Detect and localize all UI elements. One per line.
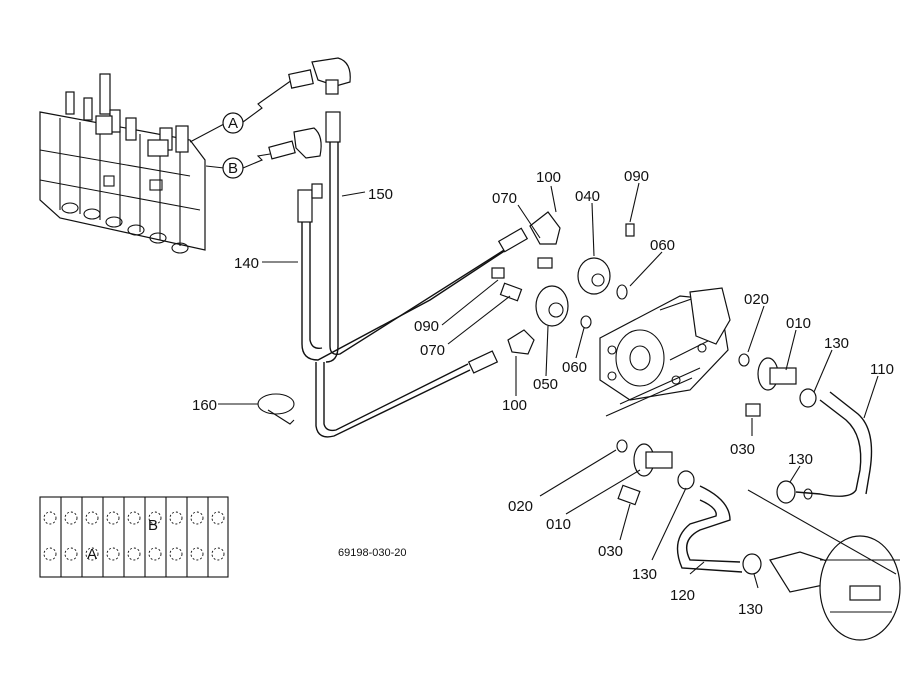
oring-060-top xyxy=(616,284,628,300)
band-clamp-160 xyxy=(257,393,295,425)
callout-130-c: 130 xyxy=(632,566,657,583)
callout-010-lower: 010 xyxy=(546,516,571,533)
oring-020-lower xyxy=(616,439,628,453)
callout-130-b: 130 xyxy=(788,451,813,468)
callout-030-upper: 030 xyxy=(730,441,755,458)
connector-a-circle xyxy=(222,112,244,134)
hose-110 xyxy=(795,399,862,497)
callout-140: 140 xyxy=(234,255,259,272)
callout-090-top: 090 xyxy=(624,168,649,185)
callout-050: 050 xyxy=(533,376,558,393)
callout-110: 110 xyxy=(870,361,894,378)
plug-090-top xyxy=(625,223,635,237)
clamp-130-d xyxy=(742,553,762,575)
callout-060-lower: 060 xyxy=(562,359,587,376)
clamp-130-c xyxy=(677,470,695,490)
plug-090-lower xyxy=(491,267,505,279)
callout-090-lower: 090 xyxy=(414,318,439,335)
elbow-fitting-lower xyxy=(268,127,322,160)
flange-050 xyxy=(535,285,569,327)
callout-060-top: 060 xyxy=(650,237,675,254)
callout-130-d: 130 xyxy=(738,601,763,618)
hose-120 xyxy=(686,485,741,563)
oring-060-lower xyxy=(580,315,592,329)
callout-070-top: 070 xyxy=(492,190,517,207)
callout-100-lower: 100 xyxy=(502,397,527,414)
callout-030-lower: 030 xyxy=(598,543,623,560)
panel-label-a: A xyxy=(87,546,97,563)
elbow-fitting-100-lower xyxy=(507,329,535,355)
elbow-fitting-upper xyxy=(288,57,351,95)
callout-010-upper: 010 xyxy=(786,315,811,332)
bolt-030-lower xyxy=(617,484,641,506)
tank-port xyxy=(769,535,901,641)
elbow-fitting-100-top xyxy=(529,211,561,245)
flange-010-lower xyxy=(633,443,673,477)
flange-040 xyxy=(577,257,611,295)
bolt-070-top xyxy=(537,257,553,269)
bolt-070-lower xyxy=(499,282,523,302)
diagram-code: 69198-030-20 xyxy=(338,547,407,559)
flange-010-upper xyxy=(757,357,797,391)
valve-key-panel: B A xyxy=(39,496,229,578)
callout-020-lower: 020 xyxy=(508,498,533,515)
panel-label-b: B xyxy=(148,517,158,534)
callout-040: 040 xyxy=(575,188,600,205)
connector-a-label: A xyxy=(228,115,238,132)
clamp-130-b xyxy=(776,480,796,504)
oring-020-upper xyxy=(738,353,750,367)
callout-160: 160 xyxy=(192,397,217,414)
callout-100-top: 100 xyxy=(536,169,561,186)
callout-020-upper: 020 xyxy=(744,291,769,308)
hydraulic-pump xyxy=(599,287,731,401)
bolt-030-upper xyxy=(745,403,761,417)
callout-130-a: 130 xyxy=(824,335,849,352)
callout-150: 150 xyxy=(368,186,393,203)
callout-070-lower: 070 xyxy=(420,342,445,359)
control-valve xyxy=(39,73,206,254)
clamp-130-a xyxy=(799,388,817,408)
connector-b-label: B xyxy=(228,160,238,177)
hose-140 xyxy=(297,183,513,438)
callout-120: 120 xyxy=(670,587,695,604)
